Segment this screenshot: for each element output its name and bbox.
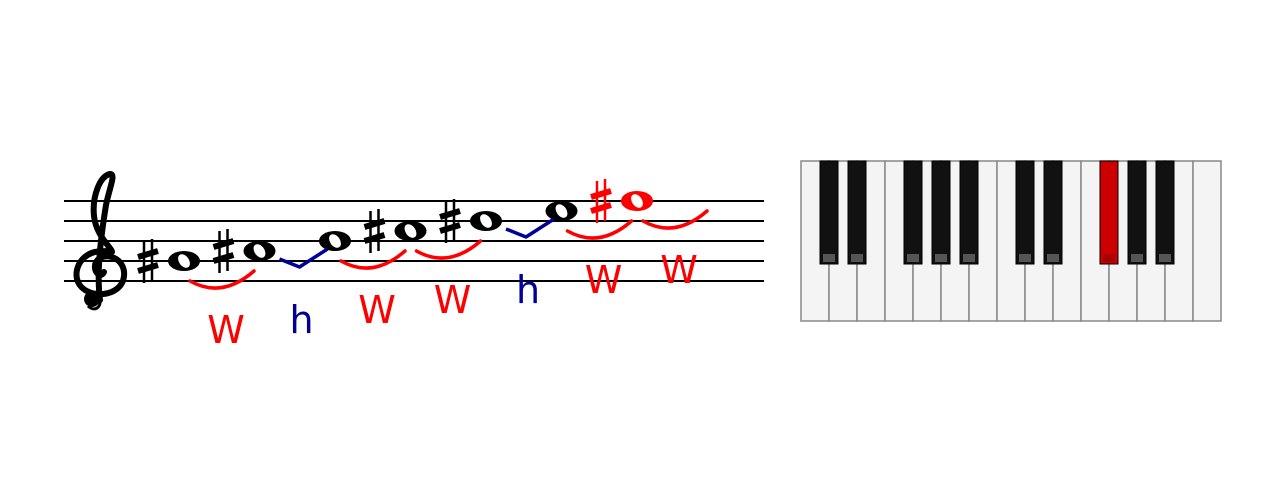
whole-note — [470, 211, 502, 231]
black-key[interactable] — [1015, 160, 1035, 265]
whole-note — [621, 191, 653, 211]
whole-step-arc — [188, 269, 256, 290]
interval-label: W — [207, 308, 245, 352]
whole-note — [168, 251, 200, 271]
sharp-icon — [137, 239, 159, 283]
black-key[interactable] — [1043, 160, 1063, 265]
treble-clef-icon — [73, 171, 128, 311]
sharp-icon — [590, 179, 612, 223]
half-step-line — [278, 247, 329, 269]
black-key[interactable] — [847, 160, 867, 265]
black-key[interactable] — [931, 160, 951, 265]
black-key[interactable] — [959, 160, 979, 265]
white-key[interactable] — [1192, 160, 1222, 322]
interval-label: W — [585, 258, 623, 302]
whole-note — [319, 231, 351, 251]
sharp-icon — [363, 209, 386, 253]
interval-label: W — [434, 278, 472, 322]
whole-note — [394, 221, 427, 241]
black-key[interactable] — [819, 160, 839, 265]
whole-note — [243, 241, 276, 261]
whole-step-arc — [339, 249, 407, 270]
whole-step-arc — [414, 239, 483, 260]
half-step-line — [505, 217, 555, 239]
black-key[interactable] — [1127, 160, 1147, 265]
interval-label: h — [516, 268, 540, 312]
whole-note — [545, 201, 578, 221]
piano-keyboard — [800, 160, 1222, 322]
whole-step-arc — [565, 219, 634, 240]
whole-step-arc — [641, 209, 709, 230]
black-key[interactable] — [903, 160, 923, 265]
sharp-icon — [212, 229, 235, 273]
interval-label: h — [289, 298, 313, 342]
black-key[interactable] — [1155, 160, 1175, 265]
sharp-icon — [439, 199, 461, 243]
black-key-highlighted[interactable] — [1099, 160, 1119, 265]
interval-label: W — [358, 288, 396, 332]
interval-label: W — [660, 248, 698, 292]
